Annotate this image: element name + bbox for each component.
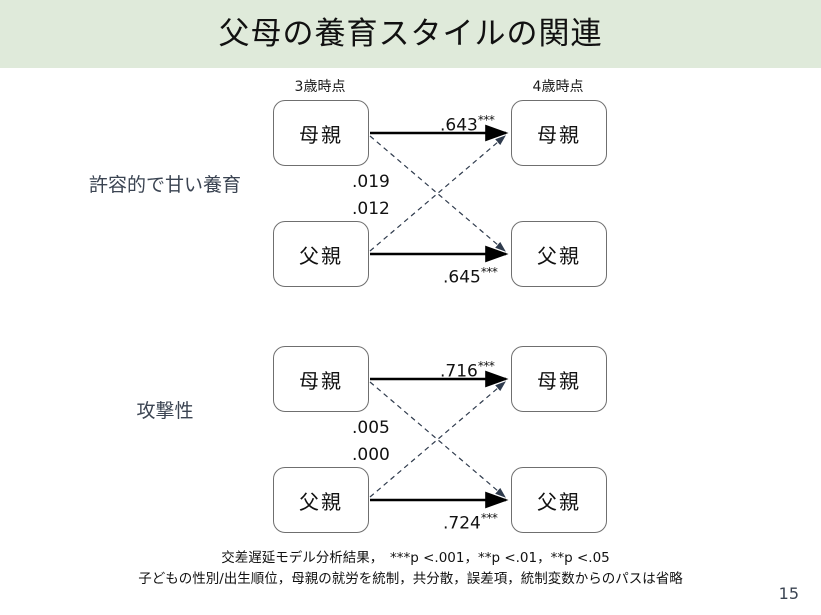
coef-d1-cross-1: .019 <box>352 172 390 192</box>
time-header-t2: 4歳時点 <box>532 79 584 95</box>
node-d2-father-t1: 父親 <box>273 467 369 533</box>
coef-d1-mother-to-mother: .643*** <box>440 113 495 136</box>
title-banner <box>0 0 821 68</box>
node-d1-father-t1: 父親 <box>273 221 369 287</box>
coef-d1-cross-2: .012 <box>352 199 390 219</box>
coef-value: .643 <box>440 115 478 136</box>
node-d1-father-t2: 父親 <box>511 221 607 287</box>
row-label-aggression: 攻撃性 <box>136 400 194 422</box>
page-number: 15 <box>778 584 799 603</box>
coef-d2-cross-1: .005 <box>352 418 390 438</box>
footnote: 交差遅延モデル分析結果， ***p <.001，**p <.01，**p <.0… <box>0 548 821 590</box>
coef-stars: *** <box>477 359 495 373</box>
coef-stars: *** <box>480 265 498 279</box>
footnote-line-1: 交差遅延モデル分析結果， ***p <.001，**p <.01，**p <.0… <box>221 550 610 566</box>
node-d1-mother-t2: 母親 <box>511 100 607 166</box>
coef-stars: *** <box>480 511 498 525</box>
node-d1-mother-t1: 母親 <box>273 100 369 166</box>
coef-value: .645 <box>443 267 481 288</box>
footnote-line-2: 子どもの性別/出生順位，母親の就労を統制，共分散，誤差項，統制変数からのパスは省… <box>138 570 683 587</box>
page-title: 父母の養育スタイルの関連 <box>218 16 603 52</box>
node-d2-mother-t1: 母親 <box>273 346 369 412</box>
time-header-t1: 3歳時点 <box>294 79 346 95</box>
coef-d2-mother-to-mother: .716*** <box>440 359 495 382</box>
coef-value: .724 <box>443 513 481 534</box>
node-d2-mother-t2: 母親 <box>511 346 607 412</box>
row-label-permissive-parenting: 許容的で甘い養育 <box>88 174 241 196</box>
coef-stars: *** <box>477 113 495 127</box>
coef-d1-father-to-father: .645*** <box>443 265 498 288</box>
coef-d2-father-to-father: .724*** <box>443 511 498 534</box>
coef-value: .716 <box>440 361 478 382</box>
node-d2-father-t2: 父親 <box>511 467 607 533</box>
coef-d2-cross-2: .000 <box>352 445 390 465</box>
